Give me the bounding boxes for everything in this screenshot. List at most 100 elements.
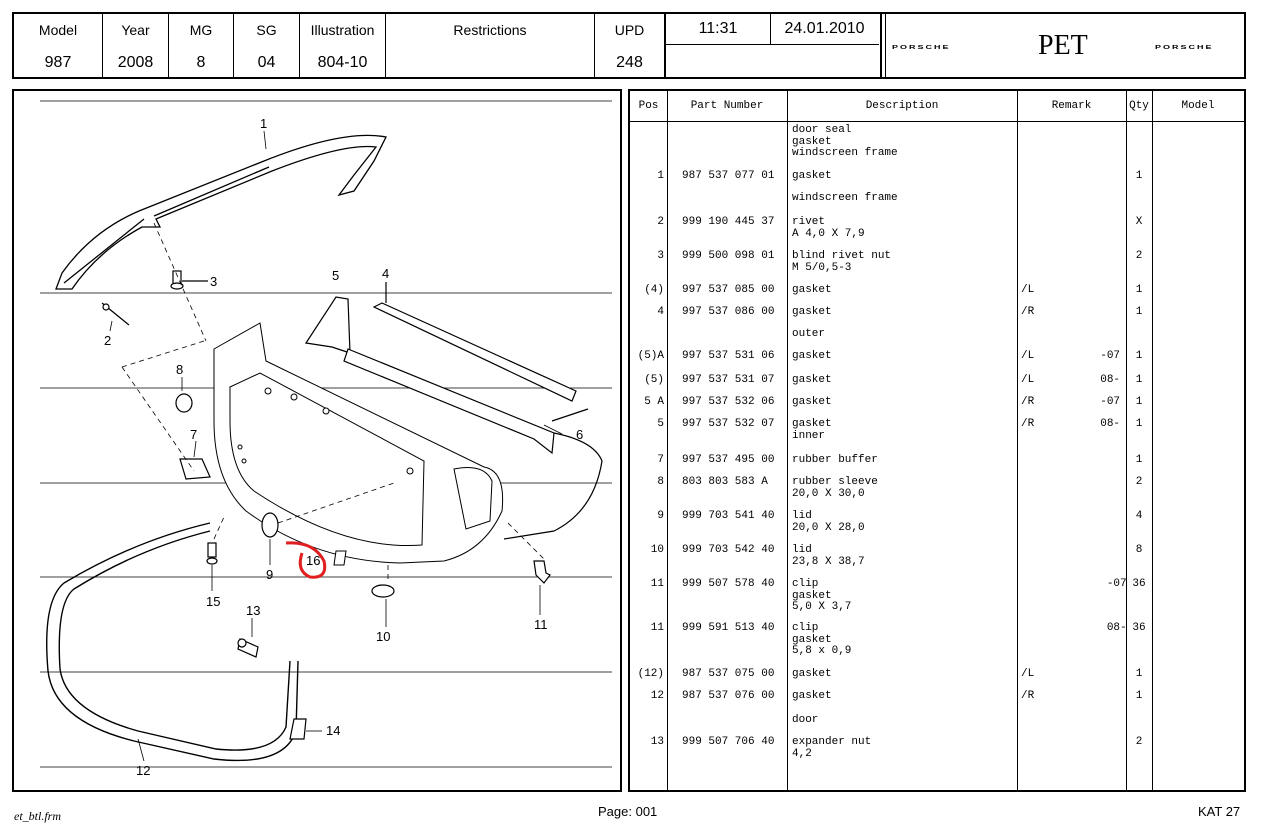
part-9-lid <box>261 512 279 538</box>
part-11-clip <box>533 560 551 584</box>
cell-pos: (4) <box>644 284 664 296</box>
cell-part-number: 999 507 578 40 <box>682 578 775 590</box>
cell-description: gasket <box>792 690 832 702</box>
callout-16: 16 <box>306 553 320 568</box>
cell-pos: 10 <box>650 544 664 556</box>
col-remark: Remark <box>1051 100 1092 112</box>
cell-qty: X <box>1135 216 1143 228</box>
cell-description: gasket <box>792 170 832 182</box>
cell-pos: 7 <box>657 454 664 466</box>
cell-qty: 2 <box>1135 736 1143 748</box>
cell-pos: 13 <box>650 736 664 748</box>
catalog-number: KAT 27 <box>1198 804 1241 819</box>
frame-file: et_btl.frm <box>14 809 61 823</box>
illustration-rules <box>40 100 612 768</box>
leader-lines <box>109 130 563 762</box>
restrictions-label: Restrictions <box>453 22 527 38</box>
illustration-cell: Illustration 804-10 <box>300 14 386 77</box>
cell-part-number: 997 537 085 00 <box>682 284 775 296</box>
cell-part-number: 999 507 706 40 <box>682 736 775 748</box>
sg-cell: SG 04 <box>234 14 300 77</box>
cell-qty: 1 <box>1135 418 1143 430</box>
app-title: PET <box>1038 30 1088 61</box>
col-description: Description <box>865 100 939 112</box>
cell-description: lid 23,8 X 38,7 <box>792 544 865 568</box>
part-14-clip <box>289 718 307 740</box>
part-15-screw <box>206 542 218 565</box>
cell-part-number: 987 537 075 00 <box>682 668 775 680</box>
sg-value: 04 <box>257 54 276 71</box>
cell-remark: /R <box>1021 306 1035 318</box>
cell-pos: 8 <box>657 476 664 488</box>
cell-pos: (12) <box>637 668 664 680</box>
cell-description: rubber buffer <box>792 454 878 466</box>
cell-remark: /R 08- <box>1021 418 1121 430</box>
date-value: 24.01.2010 <box>784 20 865 37</box>
cell-description: gasket <box>792 306 832 318</box>
callout-12: 12 <box>136 763 150 778</box>
cell-qty: 1 <box>1135 284 1143 296</box>
cell-description: clip gasket 5,0 X 3,7 <box>792 578 852 613</box>
sg-label: SG <box>256 22 277 38</box>
cell-description: gasket <box>792 374 832 386</box>
porsche-logo-right: PORSCHE <box>1155 44 1214 50</box>
cell-description: door <box>792 714 819 726</box>
cell-description: gasket <box>792 350 832 362</box>
table-header: Pos Part Number Description Remark Qty M… <box>630 91 1244 122</box>
upd-value: 248 <box>616 54 643 71</box>
cell-pos: 1 <box>657 170 664 182</box>
mg-value: 8 <box>196 54 206 71</box>
year-value: 2008 <box>117 54 154 71</box>
cell-pos: 11 <box>650 578 664 590</box>
cell-remark: /R -07 <box>1021 396 1121 408</box>
cell-part-number: 997 537 086 00 <box>682 306 775 318</box>
cell-part-number: 999 190 445 37 <box>682 216 775 228</box>
cell-description: rivet A 4,0 X 7,9 <box>792 216 865 240</box>
model-cell: Model 987 <box>14 14 103 77</box>
part-7-rubber-buffer <box>179 458 211 480</box>
upd-label: UPD <box>614 22 645 38</box>
exploded-view-drawing: 1 2 3 4 5 6 7 8 9 10 11 12 13 14 15 16 <box>40 100 612 778</box>
cell-pos: 5 <box>657 418 664 430</box>
cell-remark: -07 <box>1021 578 1127 590</box>
col-model: Model <box>1181 100 1215 112</box>
mg-label: MG <box>189 22 213 38</box>
cell-pos: 4 <box>657 306 664 318</box>
cell-part-number: 987 537 076 00 <box>682 690 775 702</box>
part-4-outer-seal <box>372 282 577 402</box>
part-3-rivet-nut <box>170 270 208 290</box>
cell-part-number: 803 803 583 A <box>682 476 768 488</box>
cell-description: rubber sleeve 20,0 X 30,0 <box>792 476 878 500</box>
cell-qty: 1 <box>1135 668 1143 680</box>
illustration-label: Illustration <box>310 22 375 38</box>
cell-qty: 36 <box>1132 578 1146 590</box>
cell-description: gasket <box>792 668 832 680</box>
cell-qty: 1 <box>1135 396 1143 408</box>
part-10-lid <box>371 584 395 598</box>
callout-14: 14 <box>326 723 340 738</box>
callout-1: 1 <box>260 116 267 131</box>
cell-part-number: 997 537 495 00 <box>682 454 775 466</box>
mg-cell: MG 8 <box>169 14 234 77</box>
col-qty: Qty <box>1129 100 1149 112</box>
cell-remark: /R <box>1021 690 1035 702</box>
cell-part-number: 999 591 513 40 <box>682 622 775 634</box>
cell-qty: 2 <box>1135 250 1143 262</box>
model-label: Model <box>38 22 78 38</box>
cell-pos: 3 <box>657 250 664 262</box>
callout-5: 5 <box>332 268 339 283</box>
callout-labels: 1 2 3 4 5 6 7 8 9 10 11 12 13 14 15 16 <box>104 116 583 778</box>
part-16-nut <box>333 550 347 566</box>
callout-9: 9 <box>266 567 273 582</box>
callout-2: 2 <box>104 333 111 348</box>
illustration-panel: 1 2 3 4 5 6 7 8 9 10 11 12 13 14 15 16 <box>12 89 622 792</box>
page-number: Page: 001 <box>598 804 658 819</box>
part-2-rivet <box>101 302 130 326</box>
cell-part-number: 999 703 541 40 <box>682 510 775 522</box>
cell-pos: 12 <box>650 690 664 702</box>
year-label: Year <box>121 22 150 38</box>
cell-description: outer <box>792 328 826 340</box>
time-value: 11:31 <box>698 20 738 37</box>
cell-qty: 1 <box>1135 170 1143 182</box>
cell-description: gasket <box>792 284 832 296</box>
